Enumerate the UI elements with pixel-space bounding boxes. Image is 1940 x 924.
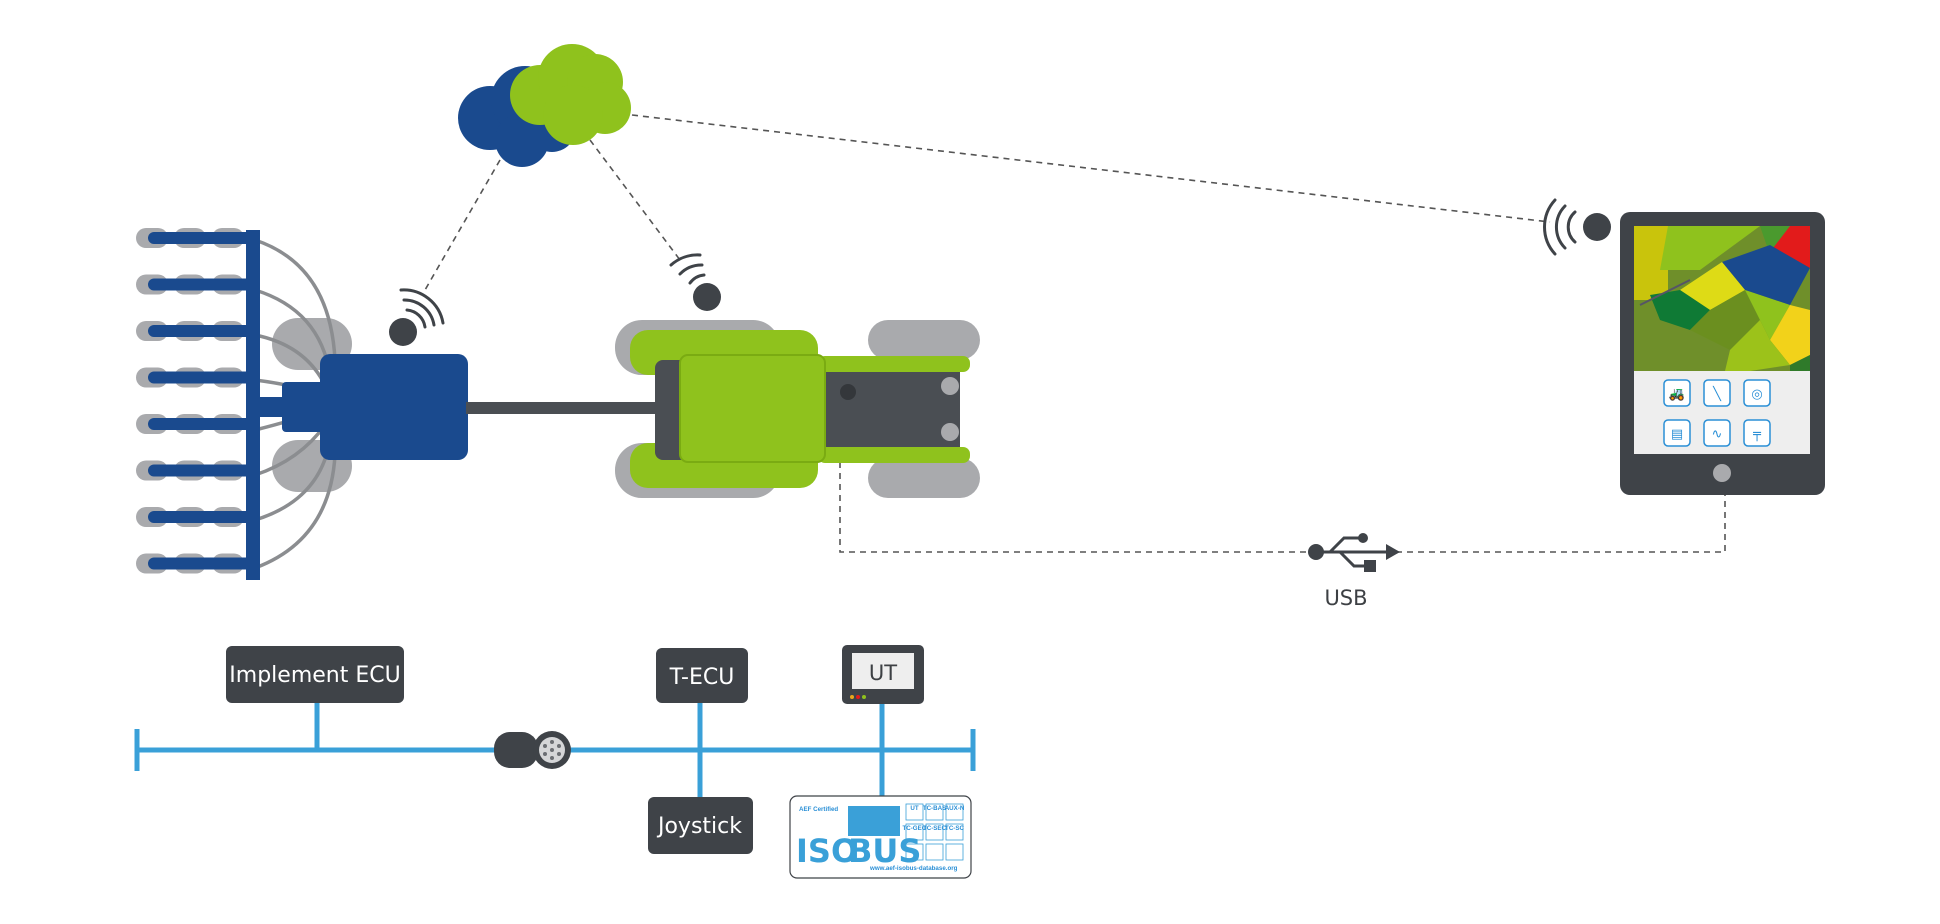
implement-frame [246, 230, 260, 580]
svg-text:www.aef-isobus-database.org: www.aef-isobus-database.org [869, 865, 958, 872]
field-map-image [1634, 226, 1810, 371]
svg-text:╲: ╲ [1712, 385, 1722, 402]
node-joystick: Joystick [648, 797, 753, 854]
svg-text:AEF Certified: AEF Certified [799, 806, 838, 813]
usb-label: USB [1324, 586, 1367, 610]
badge-feature-cell: TC-GEO [902, 823, 927, 841]
svg-text:╤: ╤ [1752, 427, 1761, 442]
seeding-row-unit [136, 460, 252, 481]
seed-rows [136, 228, 252, 574]
node-tecu: T-ECU [656, 648, 748, 703]
tractor-icon[interactable]: 🚜 [1663, 379, 1691, 407]
seeding-row-unit [136, 553, 252, 574]
svg-text:▤: ▤ [1671, 427, 1683, 442]
svg-text:TC-SC: TC-SC [945, 825, 964, 832]
ecu-module-icon[interactable]: ▤ [1663, 419, 1691, 447]
svg-text:TC-BAS: TC-BAS [923, 805, 946, 812]
tractor-front-tire [868, 320, 980, 360]
svg-text:UT: UT [869, 661, 897, 685]
implement-seeder [136, 228, 468, 580]
seeding-row-unit [136, 367, 252, 388]
usb-icon [1308, 533, 1400, 572]
badge-iso: ISO [796, 832, 858, 870]
field-lines-icon[interactable]: ╲ [1703, 379, 1731, 407]
svg-text:TC-GEO: TC-GEO [902, 825, 926, 832]
seeding-row-unit [136, 228, 252, 248]
seeding-row-unit [136, 321, 252, 341]
usb-link [839, 462, 1726, 553]
tablet-device: 🚜 ╲ ◎ ▤ ∿ ╤ [1620, 212, 1825, 495]
node-implement-ecu: Implement ECU [226, 646, 404, 703]
badge-feature-cell [945, 843, 964, 861]
tractor [615, 320, 980, 498]
link-cloud-tablet [631, 114, 1551, 223]
svg-text:T-ECU: T-ECU [669, 665, 735, 690]
badge-feature-cell: UT [905, 803, 924, 821]
joystick-icon[interactable]: ╤ [1743, 419, 1771, 447]
badge-feature-cell: TC-SEC [923, 823, 947, 841]
svg-text:TC-SEC: TC-SEC [923, 825, 947, 832]
link-cloud-implement [424, 159, 501, 291]
badge-feature-cell: TC-BAS [923, 803, 946, 821]
implement-hopper [282, 382, 324, 432]
seeding-row-unit [136, 414, 252, 434]
badge-feature-cell [905, 843, 924, 861]
svg-text:🚜: 🚜 [1669, 387, 1685, 402]
guidance-icon[interactable]: ◎ [1743, 379, 1771, 407]
svg-text:∿: ∿ [1712, 427, 1723, 442]
tablet-wifi-icon [1543, 198, 1611, 256]
svg-text:UT: UT [910, 805, 918, 812]
svg-text:Implement ECU: Implement ECU [229, 663, 400, 688]
tractor-wifi-icon [669, 253, 721, 311]
svg-text:◎: ◎ [1751, 387, 1762, 402]
tablet-home-button[interactable] [1713, 464, 1731, 482]
seeding-row-unit [136, 274, 252, 295]
badge-feature-cell: TC-SC [945, 823, 964, 841]
implement-body [320, 354, 468, 460]
cloud-icon [458, 44, 631, 167]
badge-feature-cell: AUX-N [945, 803, 965, 821]
badge-feature-cell [925, 843, 944, 861]
link-cloud-tractor [589, 139, 681, 261]
drawbar [466, 402, 666, 414]
implement-wifi-icon [389, 288, 445, 346]
svg-text:Joystick: Joystick [656, 814, 742, 839]
svg-text:AUX-N: AUX-N [945, 805, 965, 812]
tablet-app-grid: 🚜 ╲ ◎ ▤ ∿ ╤ [1663, 379, 1771, 447]
node-ut: UT [842, 645, 924, 704]
badge-bus: BUS [848, 832, 921, 870]
tractor-cab [679, 354, 826, 463]
tractor-front-tire [868, 458, 980, 498]
wireless-links [424, 114, 1551, 291]
breakaway-connector-icon [494, 731, 571, 769]
curved-path-icon[interactable]: ∿ [1703, 419, 1731, 447]
seeding-row-unit [136, 507, 252, 527]
